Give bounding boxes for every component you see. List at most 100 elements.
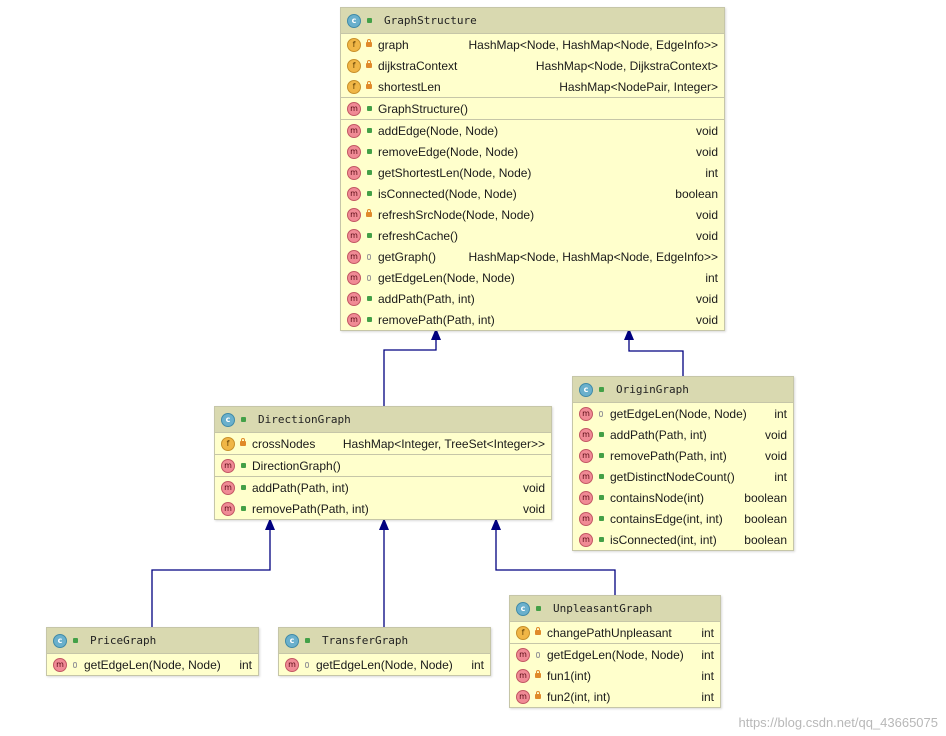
method-row-name: addEdge(Node, Node) bbox=[378, 123, 499, 138]
pub-visibility-icon bbox=[364, 170, 374, 175]
priv-visibility-icon bbox=[364, 209, 374, 217]
class-name: TransferGraph bbox=[322, 634, 409, 647]
pkg-visibility-icon bbox=[533, 651, 543, 658]
method-row-name: addPath(Path, int) bbox=[378, 291, 475, 306]
pub-visibility-icon bbox=[596, 432, 606, 437]
pub-visibility-icon bbox=[596, 537, 606, 542]
method-row-type: void bbox=[522, 480, 545, 495]
class-icon: c bbox=[516, 601, 530, 616]
priv-visibility-mark bbox=[535, 670, 541, 678]
method-row-type: void bbox=[695, 228, 718, 243]
pub-visibility-icon bbox=[364, 106, 374, 111]
method-row-name: getEdgeLen(Node, Node) bbox=[316, 657, 453, 672]
class-name: GraphStructure bbox=[384, 14, 477, 27]
pkg-visibility-icon bbox=[302, 661, 312, 668]
pub-visibility-icon bbox=[238, 463, 248, 468]
method-row-type: int bbox=[705, 165, 718, 180]
pkg-visibility-icon bbox=[70, 661, 80, 668]
class-name: PriceGraph bbox=[90, 634, 157, 647]
constructor-row-name: DirectionGraph() bbox=[252, 458, 341, 473]
priv-visibility-mark bbox=[366, 60, 372, 68]
pub-visibility-icon bbox=[238, 417, 248, 422]
pub-visibility-icon bbox=[596, 387, 606, 392]
method-row-name: containsEdge(int, int) bbox=[610, 511, 723, 526]
method-icon: m bbox=[516, 689, 530, 704]
priv-visibility-icon bbox=[238, 438, 248, 446]
method-row-type: void bbox=[764, 448, 787, 463]
pub-visibility-icon bbox=[364, 128, 374, 133]
method-row-name: isConnected(int, int) bbox=[610, 532, 717, 547]
priv-visibility-mark bbox=[535, 627, 541, 635]
watermark: https://blog.csdn.net/qq_43665075 bbox=[738, 715, 939, 730]
method-row-type: void bbox=[695, 312, 718, 327]
field-row-type: int bbox=[701, 625, 714, 640]
method-row-name: addPath(Path, int) bbox=[610, 427, 707, 442]
method-icon: m bbox=[347, 291, 361, 306]
field-icon: f bbox=[347, 37, 361, 52]
field-icon: f bbox=[221, 436, 235, 451]
method-icon: m bbox=[347, 186, 361, 201]
pub-visibility-icon bbox=[364, 317, 374, 322]
method-row-type: int bbox=[774, 406, 787, 421]
arrowhead-direction-left bbox=[265, 518, 275, 530]
priv-visibility-icon bbox=[533, 627, 543, 635]
method-icon: m bbox=[347, 207, 361, 222]
method-row-name: isConnected(Node, Node) bbox=[378, 186, 517, 201]
method-row-type: int bbox=[705, 270, 718, 285]
method-row-name: getShortestLen(Node, Node) bbox=[378, 165, 532, 180]
pkg-visibility-icon bbox=[364, 274, 374, 281]
method-row-name: refreshSrcNode(Node, Node) bbox=[378, 207, 535, 222]
method-row-name: removePath(Path, int) bbox=[252, 501, 369, 516]
priv-visibility-mark bbox=[366, 81, 372, 89]
pub-visibility-mark bbox=[598, 495, 604, 500]
class-icon: c bbox=[347, 13, 361, 28]
method-row-name: getGraph() bbox=[378, 249, 437, 264]
pub-visibility-mark bbox=[366, 128, 372, 133]
pkg-visibility-mark bbox=[599, 410, 603, 417]
method-icon: m bbox=[579, 511, 593, 526]
